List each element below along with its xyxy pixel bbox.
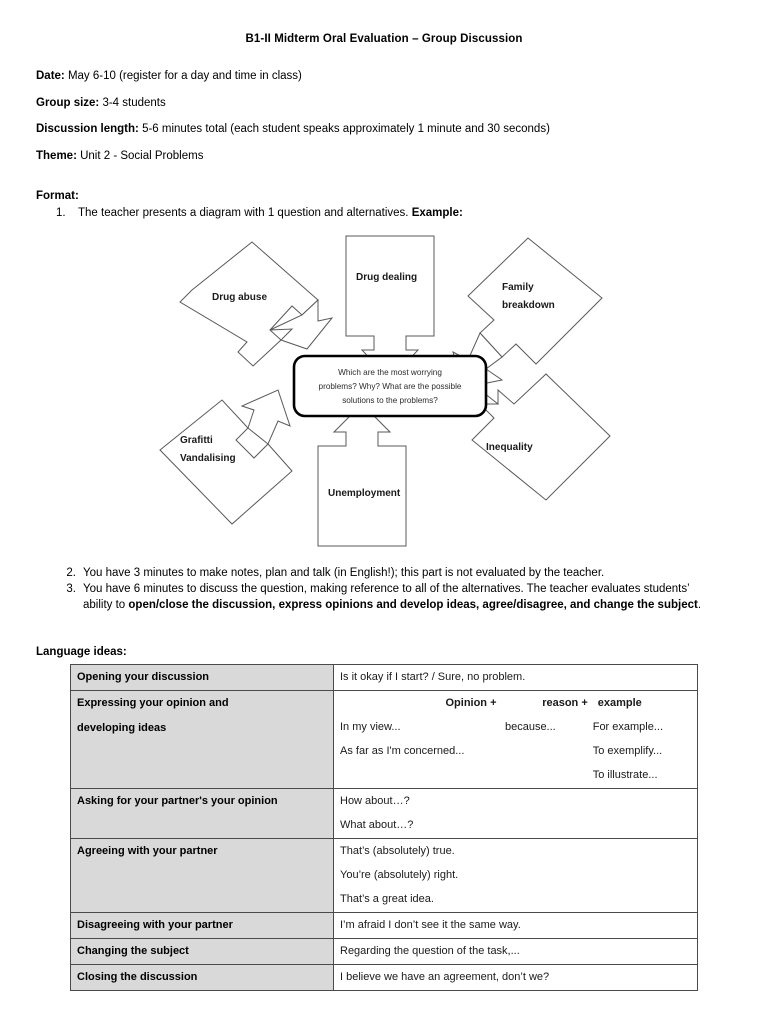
diagram-center-line-3: solutions to the problems? bbox=[342, 396, 438, 405]
list-item: I’m afraid I don’t see it the same way. bbox=[340, 919, 521, 931]
meta-value-theme: Unit 2 - Social Problems bbox=[76, 149, 204, 162]
table-row: Asking for your partner's your opinion H… bbox=[70, 788, 698, 839]
table-row: Disagreeing with your partner I’m afraid… bbox=[70, 912, 698, 939]
meta-label-group-size: Group size: bbox=[36, 96, 100, 109]
opinion-col-opinion: Opinion + bbox=[445, 697, 497, 709]
table-row-body: How about…? What about…? bbox=[333, 788, 698, 839]
opinion-cell: To illustrate... bbox=[592, 769, 658, 781]
meta-line-discussion-length: Discussion length: 5-6 minutes total (ea… bbox=[36, 122, 736, 136]
table-head-line: developing ideas bbox=[77, 722, 167, 734]
opinion-cell: because... bbox=[504, 721, 556, 733]
meta-line-date: Date: May 6-10 (register for a day and t… bbox=[36, 69, 736, 83]
format-steps: 2. You have 3 minutes to make notes, plan… bbox=[56, 565, 716, 613]
opinion-grid-row: In my view... because... For example... bbox=[340, 719, 691, 735]
opinion-structure-grid: Opinion + reason + example In my view...… bbox=[340, 695, 691, 783]
list-item: That’s a great idea. bbox=[340, 893, 434, 905]
diagram-center-line-1: Which are the most worrying bbox=[338, 368, 442, 377]
list-item: What about…? bbox=[340, 819, 414, 831]
table-row-body: That’s (absolutely) true. You’re (absolu… bbox=[333, 838, 698, 913]
meta-block: Date: May 6-10 (register for a day and t… bbox=[36, 69, 736, 175]
meta-label-date: Date: bbox=[36, 70, 65, 82]
social-problems-diagram: Drug abuse Drug dealing Family breakdown… bbox=[150, 228, 630, 553]
format-step-2-number: 2. bbox=[66, 567, 76, 579]
opinion-cell bbox=[505, 743, 593, 759]
opinion-cell: In my view... bbox=[340, 721, 401, 733]
opinion-cell: To exemplify... bbox=[592, 745, 663, 757]
table-row: Expressing your opinion and developing i… bbox=[70, 690, 698, 789]
meta-value-date: May 6-10 (register for a day and time in… bbox=[64, 70, 302, 82]
meta-value-discussion-length: 5-6 minutes total (each student speaks a… bbox=[138, 123, 550, 135]
table-row-head: Agreeing with your partner bbox=[70, 838, 334, 913]
opinion-grid-row: To illustrate... bbox=[340, 767, 691, 783]
diagram-label-drug-dealing: Drug dealing bbox=[356, 272, 417, 283]
meta-line-group-size: Group size: 3-4 students bbox=[36, 96, 736, 110]
diagram-label-grafitti-line2: Vandalising bbox=[180, 453, 236, 464]
table-row-head: Asking for your partner's your opinion bbox=[70, 788, 334, 839]
table-row-head: Closing the discussion bbox=[70, 964, 334, 991]
table-head-line: Expressing your opinion and bbox=[77, 697, 229, 709]
diagram-label-family-breakdown-line2: breakdown bbox=[502, 300, 555, 311]
table-row-head: Opening your discussion bbox=[70, 664, 334, 691]
list-item: Regarding the question of the task,... bbox=[340, 945, 520, 957]
list-item: Is it okay if I start? / Sure, no proble… bbox=[340, 671, 526, 683]
format-step-2: 2. You have 3 minutes to make notes, plan… bbox=[56, 565, 716, 581]
opinion-cell bbox=[505, 767, 593, 783]
meta-label-discussion-length: Discussion length: bbox=[36, 123, 139, 135]
table-row-head: Disagreeing with your partner bbox=[70, 912, 334, 939]
diagram-node-unemployment: Unemployment bbox=[317, 403, 407, 547]
list-item: How about…? bbox=[340, 795, 410, 807]
format-heading: Format: bbox=[36, 190, 79, 202]
format-step-1-number: 1. bbox=[56, 207, 66, 219]
meta-value-group-size: 3-4 students bbox=[99, 96, 166, 109]
table-row-body: Opinion + reason + example In my view...… bbox=[333, 690, 698, 789]
table-row-body: Regarding the question of the task,... bbox=[333, 938, 698, 965]
page-title: B1-II Midterm Oral Evaluation – Group Di… bbox=[245, 33, 523, 45]
meta-line-theme: Theme: Unit 2 - Social Problems bbox=[36, 149, 736, 163]
diagram-label-unemployment: Unemployment bbox=[328, 488, 401, 499]
format-step-1-example-label: Example: bbox=[411, 207, 463, 219]
table-row-head: Changing the subject bbox=[70, 938, 334, 965]
format-step-3-number: 3. bbox=[66, 583, 76, 595]
diagram-node-drug-abuse: Drug abuse bbox=[179, 241, 334, 367]
format-step-1: 1. The teacher presents a diagram with 1 … bbox=[56, 206, 716, 221]
diagram-center-question-box: Which are the most worrying problems? Wh… bbox=[292, 354, 488, 418]
list-item: You’re (absolutely) right. bbox=[340, 869, 459, 881]
format-step-1-text: The teacher presents a diagram with 1 qu… bbox=[78, 207, 412, 219]
diagram-center-line-2: problems? Why? What are the possible bbox=[319, 382, 462, 391]
format-step-3-text: You have 6 minutes to discuss the questi… bbox=[83, 583, 690, 611]
format-step-3-tail: . bbox=[697, 599, 702, 611]
opinion-cell bbox=[340, 767, 505, 783]
table-row-body: Is it okay if I start? / Sure, no proble… bbox=[333, 664, 698, 691]
opinion-cell: For example... bbox=[592, 721, 664, 733]
format-step-3: 3. You have 6 minutes to discuss the ques… bbox=[56, 581, 716, 613]
table-row-body: I believe we have an agreement, don’t we… bbox=[333, 964, 698, 991]
format-step-3-bold: open/close the discussion, express opini… bbox=[128, 599, 698, 611]
format-step-2-text: You have 3 minutes to make notes, plan a… bbox=[83, 567, 605, 579]
opinion-grid-row: As far as I'm concerned... To exemplify.… bbox=[340, 743, 691, 759]
table-row: Opening your discussion Is it okay if I … bbox=[70, 664, 698, 691]
diagram-label-grafitti-line1: Grafitti bbox=[180, 435, 213, 446]
opinion-col-reason: reason + bbox=[542, 697, 588, 709]
language-ideas-table: Opening your discussion Is it okay if I … bbox=[70, 664, 698, 991]
table-row-head: Expressing your opinion and developing i… bbox=[70, 690, 334, 789]
diagram-label-inequality: Inequality bbox=[486, 442, 533, 453]
opinion-cell: As far as I'm concerned... bbox=[340, 745, 465, 757]
list-item: That’s (absolutely) true. bbox=[340, 845, 455, 857]
table-row-body: I’m afraid I don’t see it the same way. bbox=[333, 912, 698, 939]
diagram-node-grafitti-vandalising: Grafitti Vandalising bbox=[159, 389, 293, 525]
table-row: Closing the discussion I believe we have… bbox=[70, 964, 698, 991]
table-row: Agreeing with your partner That’s (absol… bbox=[70, 838, 698, 913]
list-item: I believe we have an agreement, don’t we… bbox=[340, 971, 550, 983]
opinion-col-example: example bbox=[597, 697, 642, 709]
language-ideas-heading: Language ideas: bbox=[36, 646, 127, 658]
diagram-label-family-breakdown-line1: Family bbox=[502, 282, 534, 293]
diagram-label-drug-abuse: Drug abuse bbox=[212, 292, 267, 303]
meta-label-theme: Theme: bbox=[36, 149, 77, 162]
table-row: Changing the subject Regarding the quest… bbox=[70, 938, 698, 965]
opinion-grid-header: Opinion + reason + example bbox=[340, 695, 691, 711]
